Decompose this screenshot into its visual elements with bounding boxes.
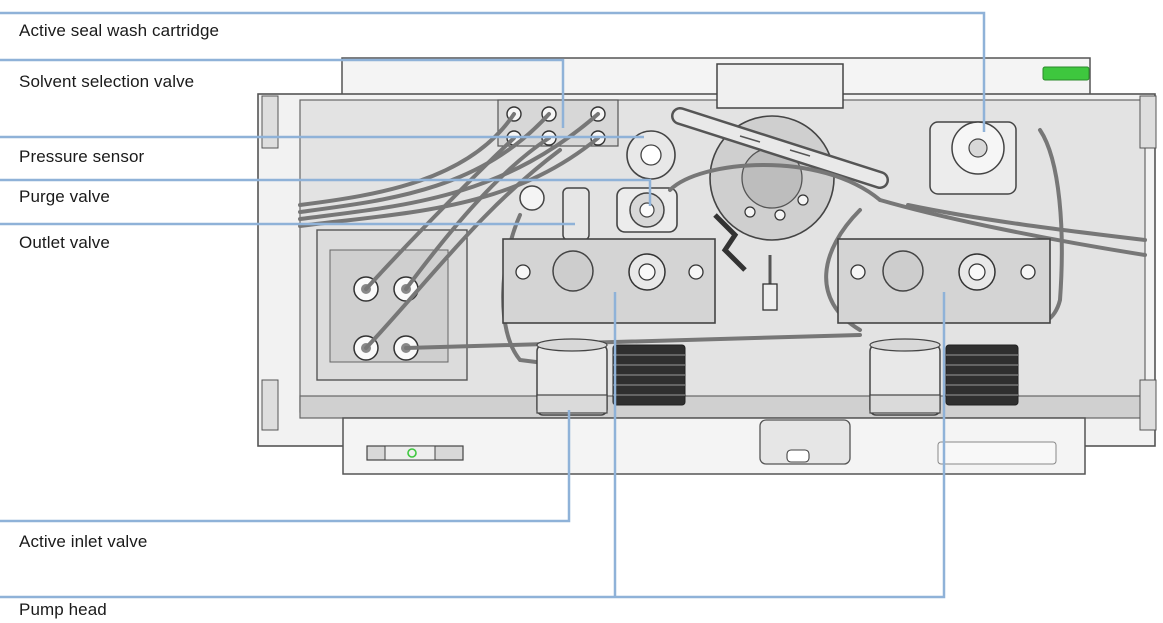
leader-pump-head bbox=[0, 292, 946, 599]
power-icon bbox=[407, 448, 417, 458]
pump-head-left-part bbox=[502, 238, 716, 324]
purge-valve-part bbox=[616, 187, 678, 233]
leader-solvent-valve bbox=[0, 58, 565, 128]
active-inlet-valve-part bbox=[536, 338, 608, 416]
top-cover bbox=[341, 57, 1091, 99]
mixer-part bbox=[713, 213, 778, 311]
status-window bbox=[937, 441, 1057, 465]
left-side-tab bbox=[261, 95, 279, 149]
pressure-sensor-part bbox=[626, 130, 676, 180]
label-active-inlet-valve: Active inlet valve bbox=[19, 532, 148, 551]
outlet-tubing bbox=[501, 128, 1147, 367]
label-purge-valve: Purge valve bbox=[19, 187, 110, 206]
right-side-tab bbox=[1139, 95, 1157, 149]
left-side-tab bbox=[261, 379, 279, 431]
label-outlet-valve: Outlet valve bbox=[19, 233, 110, 252]
leader-active-inlet bbox=[0, 410, 571, 523]
seal-wash-cartridge-part bbox=[929, 121, 1017, 195]
solvent-inlet-fittings bbox=[497, 99, 619, 147]
label-active-seal-wash-cartridge: Active seal wash cartridge bbox=[19, 21, 220, 40]
heat-exchanger-coil-left bbox=[612, 344, 686, 406]
drain-outlet bbox=[759, 419, 851, 465]
power-button[interactable] bbox=[384, 445, 436, 461]
leader-seal-wash bbox=[0, 11, 986, 132]
label-pump-head: Pump head bbox=[19, 600, 107, 619]
damper-assembly bbox=[671, 63, 889, 241]
leader-purge-valve bbox=[0, 178, 652, 206]
right-side-tab bbox=[1139, 379, 1157, 431]
leader-lines bbox=[0, 11, 986, 599]
heat-exchanger-coil-right bbox=[945, 344, 1019, 406]
drain-port bbox=[786, 449, 810, 463]
active-inlet-valve-right-part bbox=[869, 338, 941, 416]
solvent-selection-valve-block bbox=[316, 229, 468, 381]
label-pressure-sensor: Pressure sensor bbox=[19, 147, 145, 166]
label-solvent-selection-valve: Solvent selection valve bbox=[19, 72, 195, 91]
status-led bbox=[1042, 66, 1090, 81]
